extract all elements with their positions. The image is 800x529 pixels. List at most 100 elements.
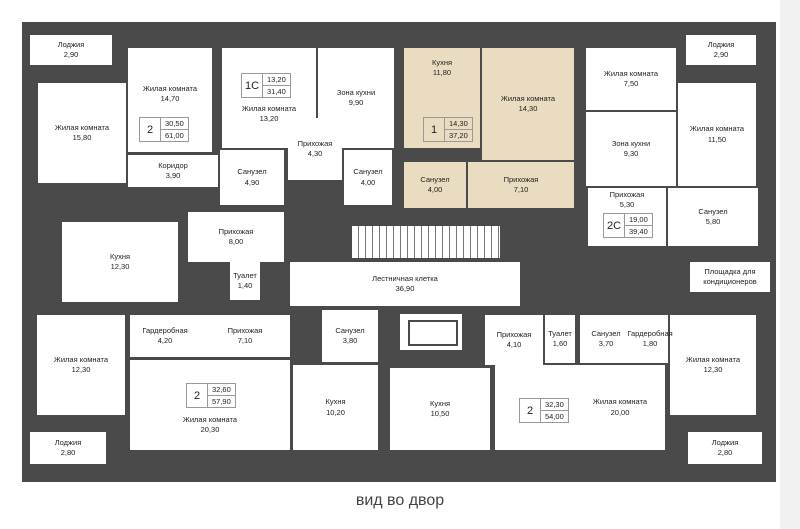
- page-edge: [780, 0, 800, 529]
- room-area: 9,30: [623, 149, 639, 158]
- room-area: 9,90: [348, 98, 364, 107]
- total-area: 39,40: [629, 227, 648, 236]
- elevator-cabin: [408, 320, 458, 346]
- room-name: Кухня: [429, 398, 451, 408]
- room-area: 4,90: [244, 177, 260, 187]
- room-name: Прихожая: [297, 138, 333, 148]
- room-name: Лоджия: [711, 437, 739, 447]
- room-name: Зона кухни: [336, 87, 376, 97]
- room-area: 2,90: [713, 50, 729, 59]
- view-caption: вид во двор: [355, 492, 445, 509]
- room-area: 4,30: [307, 149, 323, 158]
- living-area: 32,60: [208, 384, 235, 396]
- staircase: [352, 226, 500, 258]
- room-area: 12,30: [703, 365, 723, 374]
- room-name: Жилая комната: [182, 415, 238, 424]
- room-area: 20,00: [610, 407, 630, 417]
- room-name: Туалет: [548, 328, 572, 338]
- room-area: 7,50: [623, 79, 639, 88]
- room-area: 20,30: [200, 425, 220, 435]
- room-name: Лоджия: [57, 39, 85, 49]
- apartment-type: 2: [520, 399, 541, 422]
- room-area: 14,70: [160, 94, 180, 104]
- room-name: Санузел: [335, 325, 365, 335]
- room-name: Прихожая: [503, 174, 539, 184]
- room-area: 13,20: [259, 114, 279, 124]
- room-area: 2,80: [717, 448, 733, 457]
- living-area: 30,50: [161, 118, 188, 130]
- room-name: Жилая комната: [685, 354, 741, 364]
- room-name: Санузел: [698, 206, 728, 216]
- room-name: Жилая комната: [500, 93, 556, 103]
- total-area: 31,40: [267, 87, 286, 96]
- room-area: 4,20: [157, 336, 173, 345]
- total-area: 57,90: [212, 397, 231, 406]
- room-area: 11,80: [432, 68, 452, 78]
- room-area: 14,30: [518, 104, 538, 113]
- room-area: 12,30: [71, 365, 91, 374]
- elevator: [398, 312, 464, 352]
- room-area: 5,30: [619, 200, 635, 210]
- apartment-type: 2: [140, 118, 161, 141]
- room-area: 4,00: [427, 185, 443, 194]
- room-name: Лоджия: [54, 437, 82, 447]
- room-name: Жилая комната: [603, 68, 659, 78]
- room-name: Гардеробная: [142, 325, 188, 335]
- living-area: 14,30: [445, 118, 472, 130]
- room-name: Жилая комната: [142, 84, 198, 93]
- room-name: Лоджия: [707, 39, 735, 49]
- room-name: Жилая комната: [241, 104, 297, 113]
- living-area: 19,00: [625, 214, 652, 226]
- room-name: Санузел: [420, 174, 450, 184]
- room-name: Прихожая: [218, 226, 254, 236]
- room-area: 1,40: [237, 281, 253, 290]
- room-area: 3,80: [342, 336, 358, 345]
- room-area: 2,80: [60, 448, 76, 457]
- apartment-type: 2: [187, 384, 208, 407]
- room-area: 4,00: [360, 177, 376, 187]
- apartment-type: 1: [424, 118, 445, 141]
- room-name: Прихожая: [609, 190, 645, 199]
- room-area: 1,60: [552, 339, 568, 348]
- room-area: 7,10: [513, 185, 529, 194]
- room-name: Кухня: [431, 58, 453, 67]
- room-name: Кухня: [109, 251, 131, 261]
- room-area: 7,10: [237, 336, 253, 345]
- room-name: Жилая комната: [53, 354, 109, 364]
- room-name: Кухня: [325, 397, 346, 407]
- living-area: 32,30: [541, 399, 568, 411]
- total-area: 37,20: [449, 131, 468, 140]
- room-area: 3,90: [165, 171, 181, 180]
- room-name: Санузел: [353, 167, 383, 177]
